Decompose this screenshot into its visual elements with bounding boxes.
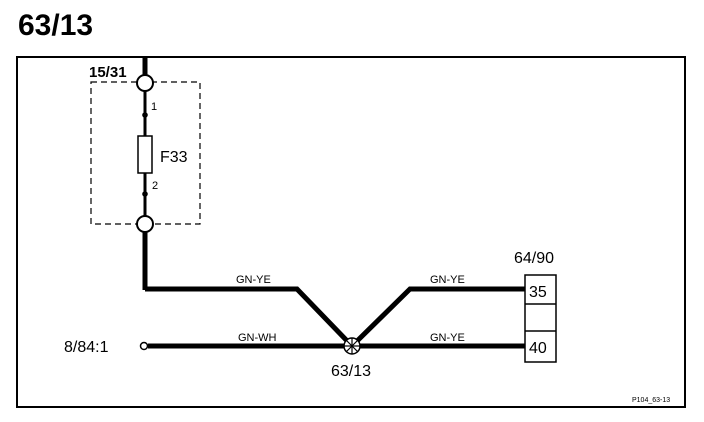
connector-label: 64/90 xyxy=(514,250,554,267)
reference-label: P104_63-13 xyxy=(632,397,670,404)
left-terminal-label: 8/84:1 xyxy=(64,339,109,356)
wire-label-top-right: GN-YE xyxy=(430,274,465,286)
source-label: 15/31 xyxy=(89,64,127,81)
fuse-bottom-terminal xyxy=(136,215,154,233)
fuse-label: F33 xyxy=(160,149,188,166)
fuse-pin1-dot xyxy=(142,112,148,118)
wire-label-bottom-right: GN-YE xyxy=(430,332,465,344)
wire-gn-ye-left xyxy=(145,286,354,348)
connector-outline xyxy=(524,274,557,363)
fuse-pin1-label: 1 xyxy=(151,101,157,113)
diagram-frame xyxy=(16,56,686,408)
fuse-pin2-label: 2 xyxy=(152,180,158,192)
splice-symbol xyxy=(343,337,361,355)
fuse-symbol xyxy=(137,135,153,174)
splice-label: 63/13 xyxy=(331,363,371,380)
wire-gn-ye-right xyxy=(350,286,525,348)
wire-label-top-left: GN-YE xyxy=(236,274,271,286)
left-terminal-circle xyxy=(139,341,149,351)
connector-pin-40: 40 xyxy=(529,340,547,357)
connector-pin-35: 35 xyxy=(529,284,547,301)
fuse-pin2-dot xyxy=(142,191,148,197)
fuse-top-terminal xyxy=(136,74,154,92)
wire-label-bottom-left: GN-WH xyxy=(238,332,277,344)
page-title: 63/13 xyxy=(18,9,94,42)
